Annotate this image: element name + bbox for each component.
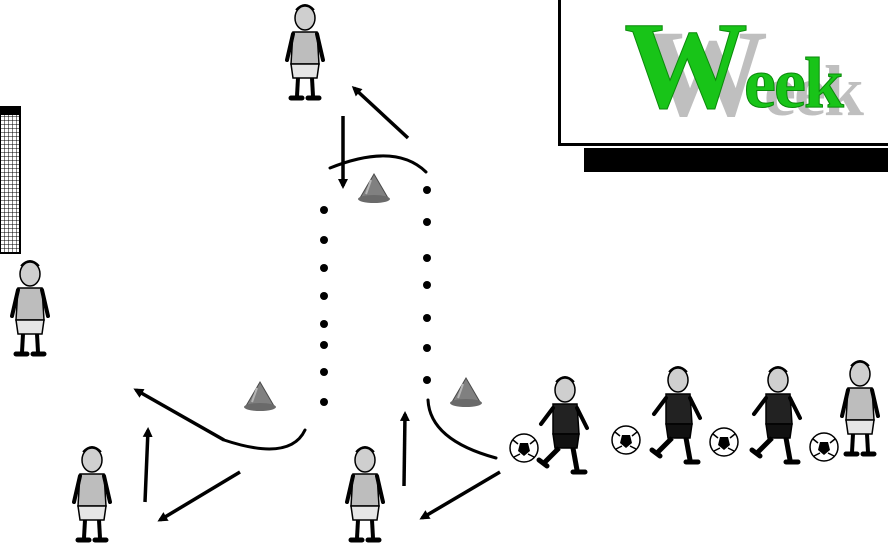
cone-icon <box>244 382 276 411</box>
ball-icon <box>510 434 538 462</box>
arrow-icon <box>145 430 148 502</box>
player-icon <box>74 447 110 540</box>
cone-icon <box>450 378 482 407</box>
ball-icon <box>612 426 640 454</box>
player-icon <box>842 361 878 454</box>
player-icon <box>652 367 700 462</box>
ball-icon <box>710 428 738 456</box>
player-icon <box>752 367 800 462</box>
player-icon <box>347 447 383 540</box>
player-icon <box>539 377 587 472</box>
player-icon <box>12 261 48 354</box>
arrow-icon <box>404 414 405 486</box>
player-icon <box>287 5 323 98</box>
dotted-lane-left <box>320 206 328 406</box>
ball-icon <box>810 433 838 461</box>
goal-net-icon <box>0 107 20 253</box>
dotted-lane-right <box>423 186 431 384</box>
run-paths <box>224 156 496 458</box>
arrow-icon <box>354 88 408 138</box>
arrow-icon <box>422 472 500 518</box>
cone-icon <box>358 174 390 203</box>
arrow-icon <box>160 472 240 520</box>
